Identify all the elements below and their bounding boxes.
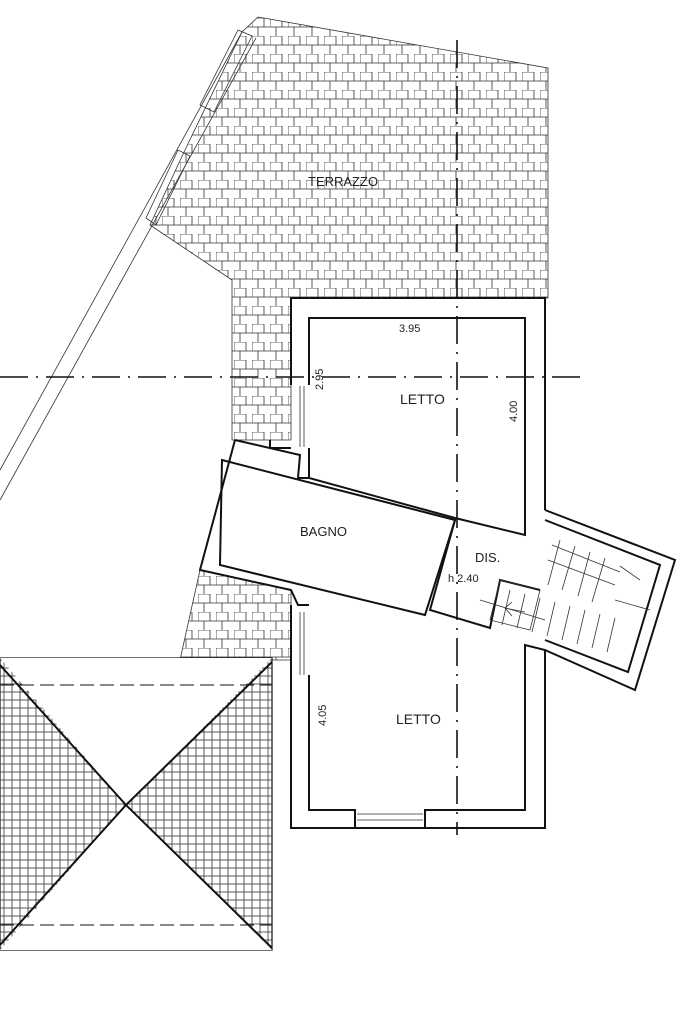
terrace-area [149, 16, 549, 441]
hallway-label: DIS. [475, 550, 500, 565]
terrace-label: TERRAZZO [308, 174, 378, 189]
bedroom-top-depth-dim: 4.00 [508, 401, 520, 422]
bedroom-bottom-label: LETTO [396, 711, 441, 727]
walls [198, 297, 677, 829]
hallway-height-note: h 2.40 [448, 573, 479, 585]
lower-terrace-area [179, 569, 292, 661]
bedroom-bottom-side-dim: 4.05 [317, 705, 329, 726]
bedroom-top-width-dim: 3.95 [399, 323, 420, 335]
roof [0, 657, 273, 951]
railing [0, 29, 257, 501]
bedroom-top-label: LETTO [400, 391, 445, 407]
bathroom-label: BAGNO [300, 524, 347, 539]
bedroom-top-side-dim: 2.95 [314, 369, 326, 390]
staircase [479, 539, 651, 653]
